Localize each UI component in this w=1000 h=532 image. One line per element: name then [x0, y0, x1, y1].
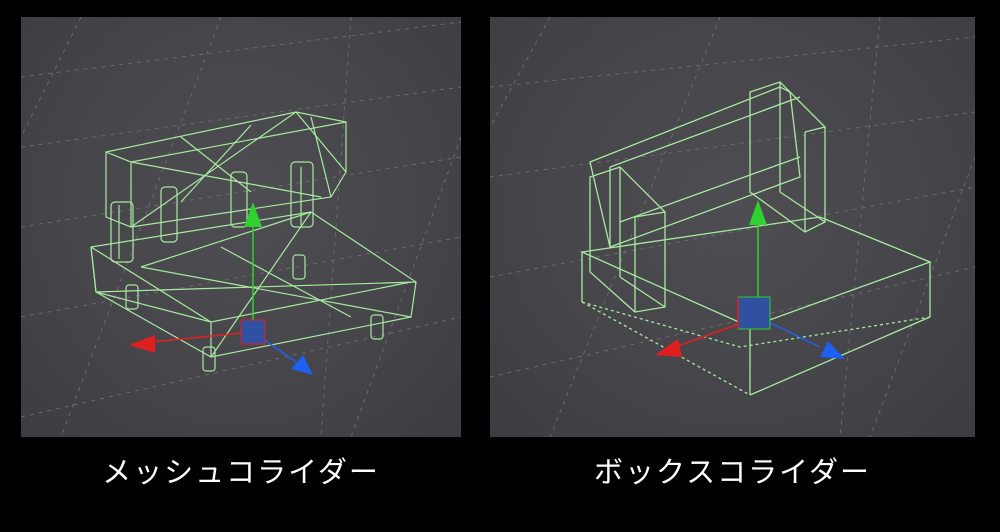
caption-mesh-collider: メッシュコライダー — [102, 455, 380, 489]
transform-gizmo-icon[interactable] — [129, 202, 313, 375]
mesh-wireframe — [90, 111, 417, 372]
transform-gizmo-icon[interactable] — [655, 200, 845, 359]
viewport-mesh-collider[interactable] — [21, 17, 461, 437]
viewport-box-collider[interactable] — [490, 17, 975, 437]
box-wireframe — [579, 81, 932, 396]
caption-box-collider: ボックスコライダー — [594, 455, 871, 489]
mesh-scene — [21, 17, 461, 437]
grid-floor — [490, 17, 975, 437]
box-scene — [490, 17, 975, 437]
grid-floor — [21, 17, 461, 437]
